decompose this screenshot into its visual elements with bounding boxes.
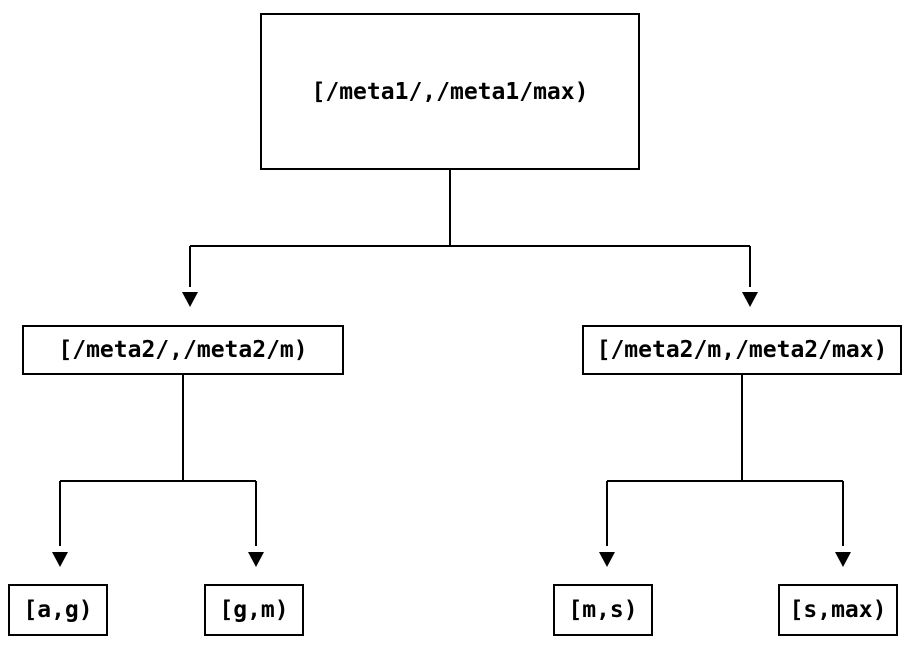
node-leaf-m-s: [m,s) — [553, 584, 653, 636]
arrowhead-icon — [52, 552, 68, 567]
node-label: [s,max) — [789, 597, 887, 623]
edge-root-split — [182, 170, 758, 307]
node-leaf-s-max: [s,max) — [778, 584, 898, 636]
node-meta2-low-range: [/meta2/,/meta2/m) — [22, 325, 344, 375]
node-leaf-a-g: [a,g) — [8, 584, 108, 636]
node-label: [/meta2/,/meta2/m) — [58, 337, 308, 363]
node-label: [a,g) — [23, 597, 93, 623]
arrowhead-icon — [248, 552, 264, 567]
edge-right-split — [599, 375, 851, 567]
node-label: [g,m) — [219, 597, 289, 623]
node-label: [/meta2/m,/meta2/max) — [596, 337, 888, 363]
node-meta2-high-range: [/meta2/m,/meta2/max) — [582, 325, 902, 375]
arrowhead-icon — [742, 292, 758, 307]
edge-left-split — [52, 375, 264, 567]
arrowhead-icon — [599, 552, 615, 567]
node-label: [/meta1/,/meta1/max) — [311, 78, 589, 105]
arrowhead-icon — [182, 292, 198, 307]
node-label: [m,s) — [568, 597, 638, 623]
node-meta1-range: [/meta1/,/meta1/max) — [260, 13, 640, 170]
node-leaf-g-m: [g,m) — [204, 584, 304, 636]
arrowhead-icon — [835, 552, 851, 567]
